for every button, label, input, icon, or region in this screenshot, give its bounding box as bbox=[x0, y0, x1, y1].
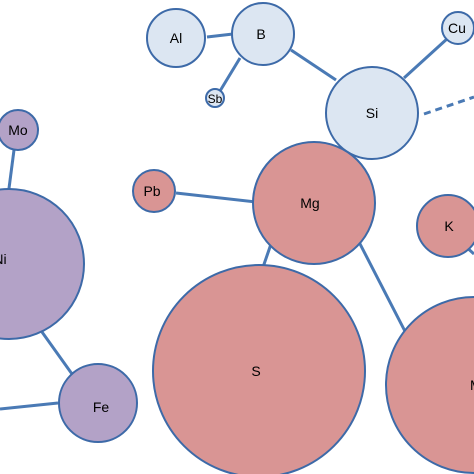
edge-mg-mn bbox=[356, 239, 412, 342]
node-fe-label: Fe bbox=[93, 399, 110, 415]
node-ni: Ni bbox=[0, 188, 85, 340]
node-pb: Pb bbox=[132, 169, 176, 213]
edge-b-si bbox=[290, 48, 337, 82]
edge-b-sb bbox=[218, 57, 242, 92]
node-fe: Fe bbox=[58, 363, 138, 443]
node-mn-label: M bbox=[470, 377, 474, 393]
node-k: K bbox=[416, 194, 474, 258]
node-ni-label: Ni bbox=[0, 251, 7, 267]
node-mg-label: Mg bbox=[300, 195, 319, 211]
node-sb: Sb bbox=[205, 88, 225, 108]
node-mg: Mg bbox=[252, 141, 376, 265]
node-al: Al bbox=[146, 8, 206, 68]
node-cu: Cu bbox=[441, 11, 474, 45]
node-k-label: K bbox=[444, 218, 454, 234]
node-si-label: Si bbox=[366, 105, 378, 121]
node-al-label: Al bbox=[170, 30, 182, 46]
node-s-label: S bbox=[251, 363, 260, 379]
node-cu-label: Cu bbox=[448, 20, 466, 36]
node-si: Si bbox=[325, 66, 419, 160]
edge-fe-offscreen bbox=[0, 401, 59, 411]
edge-ni-fe bbox=[40, 331, 74, 375]
node-b-label: B bbox=[256, 26, 265, 42]
edge-al-b bbox=[206, 32, 234, 39]
node-pb-label: Pb bbox=[143, 183, 160, 199]
node-mo: Mo bbox=[0, 109, 39, 151]
node-sb-label: Sb bbox=[208, 92, 223, 106]
edge-si-dashed bbox=[423, 95, 474, 116]
node-mo-label: Mo bbox=[8, 122, 28, 138]
edge-pb-mg bbox=[175, 191, 257, 204]
node-b: B bbox=[231, 2, 295, 66]
edge-si-cu bbox=[402, 36, 450, 80]
node-s: S bbox=[152, 264, 366, 474]
node-mn: M bbox=[385, 296, 474, 474]
